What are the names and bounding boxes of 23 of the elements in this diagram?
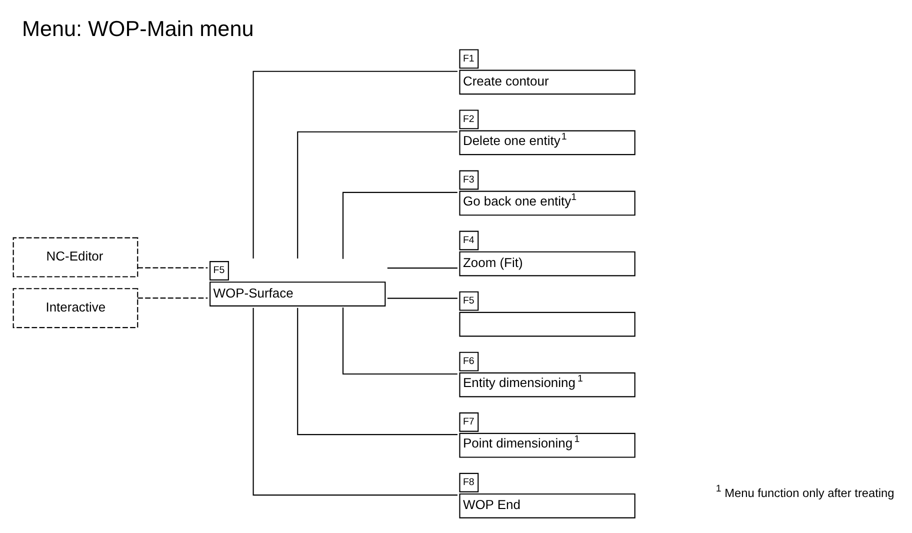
diagram-title: Menu: WOP-Main menu bbox=[21, 16, 254, 41]
connector bbox=[342, 307, 457, 374]
node-label: F4 bbox=[462, 234, 474, 246]
node-label: F5 bbox=[462, 294, 474, 306]
node-label: F6 bbox=[462, 355, 474, 366]
connector bbox=[137, 297, 208, 298]
label: $^{1}$ Menu function only after treating bbox=[715, 483, 894, 500]
connector bbox=[252, 307, 457, 496]
connector bbox=[342, 191, 457, 258]
node-box: Interactive bbox=[12, 288, 138, 328]
connector bbox=[252, 70, 457, 258]
connector bbox=[386, 267, 457, 268]
node-label: F1 bbox=[462, 52, 474, 64]
node-box: NC-Editor bbox=[12, 236, 138, 277]
connector bbox=[296, 130, 457, 258]
node-label: F2 bbox=[462, 113, 474, 124]
node-label: F7 bbox=[462, 416, 474, 427]
node-label: F8 bbox=[462, 476, 474, 488]
node-label: F5 bbox=[212, 264, 224, 276]
connector bbox=[386, 297, 457, 298]
connector bbox=[296, 307, 457, 435]
node-label: F3 bbox=[462, 174, 474, 185]
connector bbox=[137, 266, 208, 268]
